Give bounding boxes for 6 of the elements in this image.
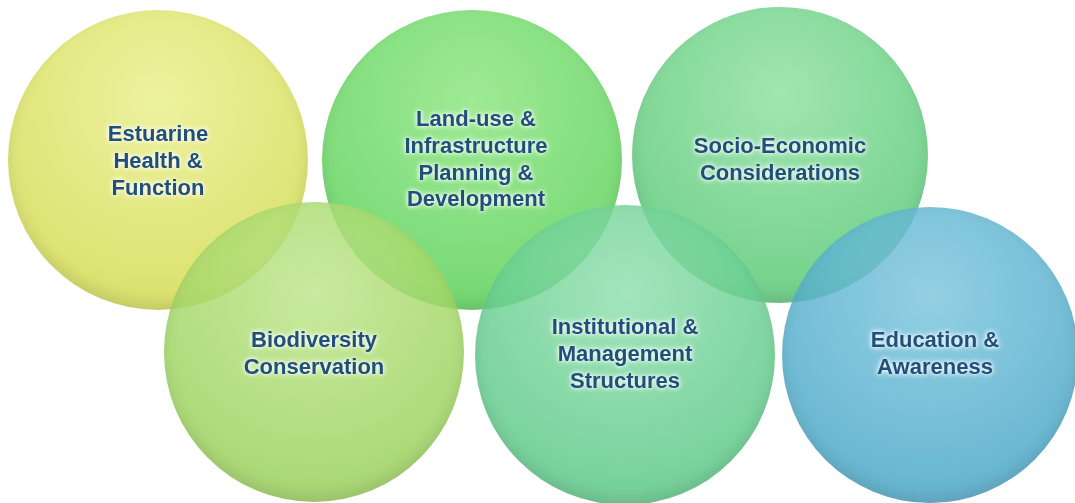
node-label: Land-use & Infrastructure Planning & Development (403, 106, 549, 214)
node-label: Education & Awareness (869, 327, 1001, 381)
node-label: Institutional & Management Structures (550, 313, 700, 395)
node-label: Socio-Economic Considerations (692, 133, 868, 187)
node-label: Estuarine Health & Function (106, 120, 210, 202)
node-label: Biodiversity Conservation (242, 327, 386, 381)
